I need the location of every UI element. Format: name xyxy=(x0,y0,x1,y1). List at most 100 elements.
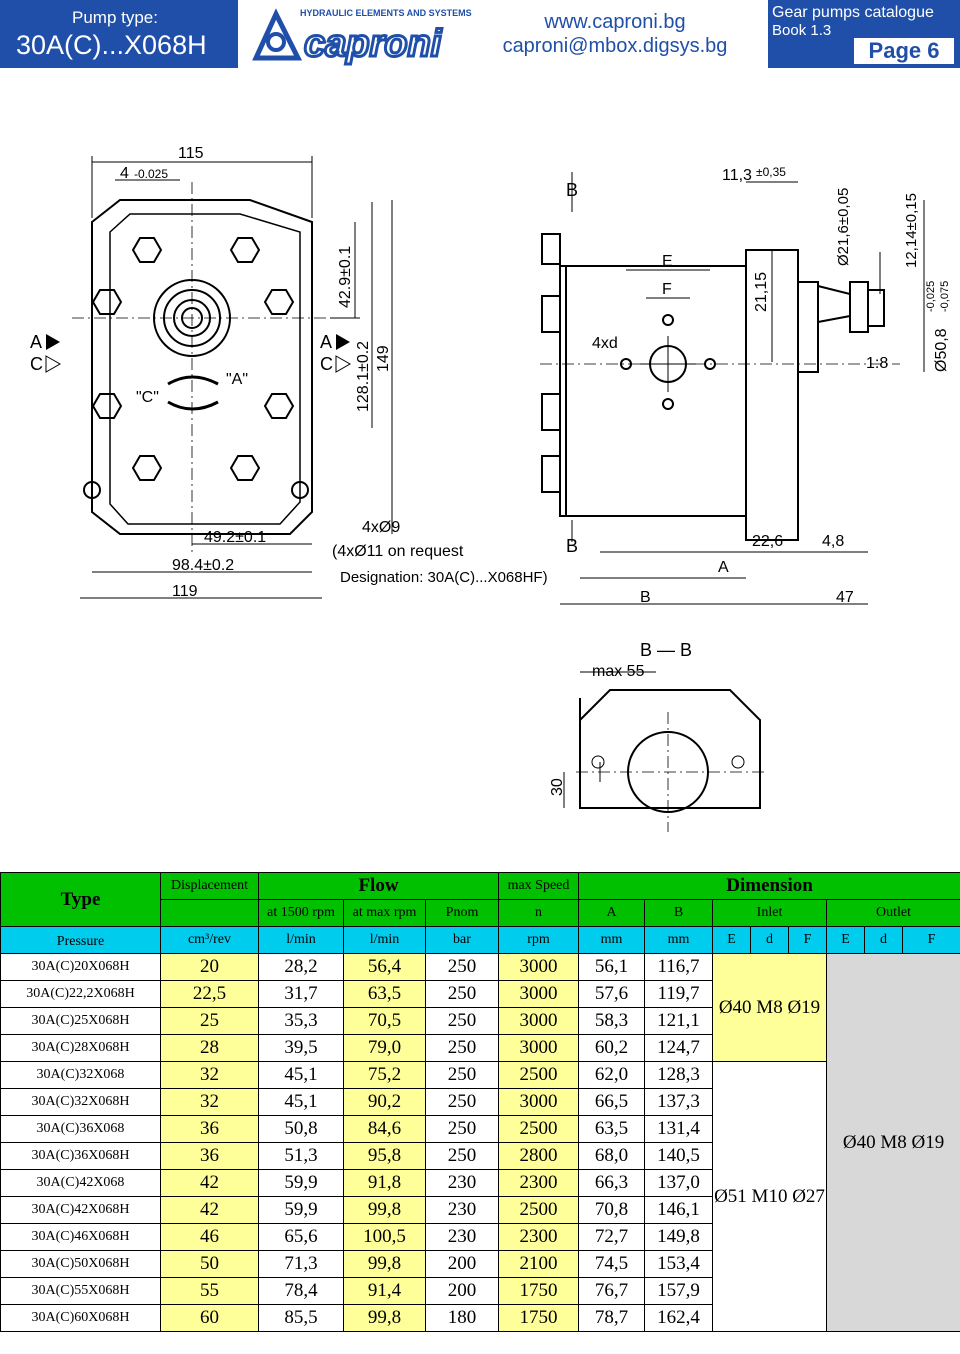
dim-11-3: 11,3 xyxy=(722,167,752,184)
row-value: 200 xyxy=(425,1250,499,1278)
row-value: 99,8 xyxy=(343,1196,426,1224)
dim-12-14: 12,14±0,15 xyxy=(903,193,920,268)
rotation-label-c: "C" xyxy=(136,389,159,406)
row-value: 59,9 xyxy=(258,1169,344,1197)
row-value: 250 xyxy=(425,1061,499,1089)
specification-table: Type Displacement Flow max Speed Dimensi… xyxy=(0,872,960,1332)
port-label-a-right: A xyxy=(320,332,332,352)
pump-type-label: Pump type: xyxy=(72,8,158,27)
dim-47: 47 xyxy=(836,589,854,606)
row-value: 39,5 xyxy=(258,1034,344,1062)
page-header: Pump type: 30A(C)...X068H HYDRAULIC ELEM… xyxy=(0,0,960,68)
unit-outlet-d: d xyxy=(864,926,903,954)
port-label-c-right: C xyxy=(320,354,333,374)
row-type: 30A(C)42X068 xyxy=(0,1169,161,1197)
row-type: 30A(C)36X068 xyxy=(0,1115,161,1143)
section-view xyxy=(563,671,764,832)
arrow-left-a-icon xyxy=(46,334,60,350)
taper-ratio: 1:8 xyxy=(866,355,888,372)
inlet-spec-large: Ø51 M10 Ø27 xyxy=(712,1061,827,1332)
row-value: 70,5 xyxy=(343,1007,426,1035)
dim-30: 30 xyxy=(549,778,566,796)
row-value: 84,6 xyxy=(343,1115,426,1143)
dim-50-8: Ø50,8 xyxy=(933,328,950,372)
row-value: 230 xyxy=(425,1169,499,1197)
outlet-spec: Ø40 M8 Ø19 xyxy=(825,953,960,1332)
row-value: 78,4 xyxy=(258,1277,344,1305)
pump-type-box: Pump type: 30A(C)...X068H xyxy=(0,0,238,68)
row-value: 50,8 xyxy=(258,1115,344,1143)
row-value: 28 xyxy=(160,1034,259,1062)
row-type: 30A(C)28X068H xyxy=(0,1034,161,1062)
row-type: 30A(C)25X068H xyxy=(0,1007,161,1035)
section-marker-b-bottom: B xyxy=(566,536,578,556)
page-number: Page 6 xyxy=(854,38,954,64)
row-value: 250 xyxy=(425,1034,499,1062)
row-value: 91,4 xyxy=(343,1277,426,1305)
row-value: 45,1 xyxy=(258,1088,344,1116)
row-type: 30A(C)46X068H xyxy=(0,1223,161,1251)
row-value: 149,8 xyxy=(644,1223,713,1251)
dim-4-tol: -0.025 xyxy=(134,167,168,181)
logo-triangle-icon xyxy=(252,8,303,61)
row-value: 56,4 xyxy=(343,953,426,981)
col-dimension: Dimension xyxy=(726,875,813,896)
row-value: 250 xyxy=(425,1115,499,1143)
dim-149: 149 xyxy=(375,345,392,372)
unit-flow2: l/min xyxy=(343,926,426,954)
row-value: 250 xyxy=(425,1007,499,1035)
row-value: 2800 xyxy=(498,1142,579,1170)
row-value: 65,6 xyxy=(258,1223,344,1251)
row-value: 90,2 xyxy=(343,1088,426,1116)
row-value: 36 xyxy=(160,1115,259,1143)
row-value: 91,8 xyxy=(343,1169,426,1197)
row-value: 51,3 xyxy=(258,1142,344,1170)
port-label-c-left: C xyxy=(30,354,43,374)
dim-42-9: 42.9±0.1 xyxy=(337,246,354,308)
row-value: 137,0 xyxy=(644,1169,713,1197)
row-value: 60,2 xyxy=(578,1034,645,1062)
dim-4-8: 4,8 xyxy=(822,533,844,550)
arrow-right-c-icon xyxy=(335,355,352,373)
row-value: 71,3 xyxy=(258,1250,344,1278)
col-type: Type xyxy=(0,872,161,927)
row-type: 30A(C)55X068H xyxy=(0,1277,161,1305)
row-value: 2300 xyxy=(498,1169,579,1197)
row-value: 2500 xyxy=(498,1196,579,1224)
dim-128-1: 128.1±0.2 xyxy=(355,341,372,412)
bolt-side-icon xyxy=(541,233,561,493)
row-type: 30A(C)36X068H xyxy=(0,1142,161,1170)
row-value: 2500 xyxy=(498,1061,579,1089)
row-value: 116,7 xyxy=(644,953,713,981)
caproni-logo: HYDRAULIC ELEMENTS AND SYSTEMS caproni xyxy=(252,8,472,67)
sub-a: A xyxy=(578,899,645,927)
row-value: 124,7 xyxy=(644,1034,713,1062)
website-link[interactable]: www.caproni.bg xyxy=(544,11,686,33)
row-value: 46 xyxy=(160,1223,259,1251)
dim-49-2: 49.2±0.1 xyxy=(204,529,266,546)
row-value: 2500 xyxy=(498,1115,579,1143)
sub-b: B xyxy=(644,899,713,927)
email-link[interactable]: caproni@mbox.digsys.bg xyxy=(502,35,728,57)
rotation-label-a: "A" xyxy=(226,371,248,388)
row-value: 99,8 xyxy=(343,1304,426,1332)
row-value: 76,7 xyxy=(578,1277,645,1305)
technical-drawing: 115 4 -0.025 42.9±0.1 128.1±0.2 149 49.2… xyxy=(30,145,951,832)
row-value: 162,4 xyxy=(644,1304,713,1332)
row-value: 1750 xyxy=(498,1277,579,1305)
row-value: 66,5 xyxy=(578,1088,645,1116)
row-type: 30A(C)32X068H xyxy=(0,1088,161,1116)
row-value: 128,3 xyxy=(644,1061,713,1089)
row-value: 250 xyxy=(425,953,499,981)
row-value: 60 xyxy=(160,1304,259,1332)
row-value: 58,3 xyxy=(578,1007,645,1035)
side-view xyxy=(540,172,925,605)
row-value: 42 xyxy=(160,1196,259,1224)
holes-option: (4xØ11 on request xyxy=(332,543,464,560)
row-type: 30A(C)32X068 xyxy=(0,1061,161,1089)
